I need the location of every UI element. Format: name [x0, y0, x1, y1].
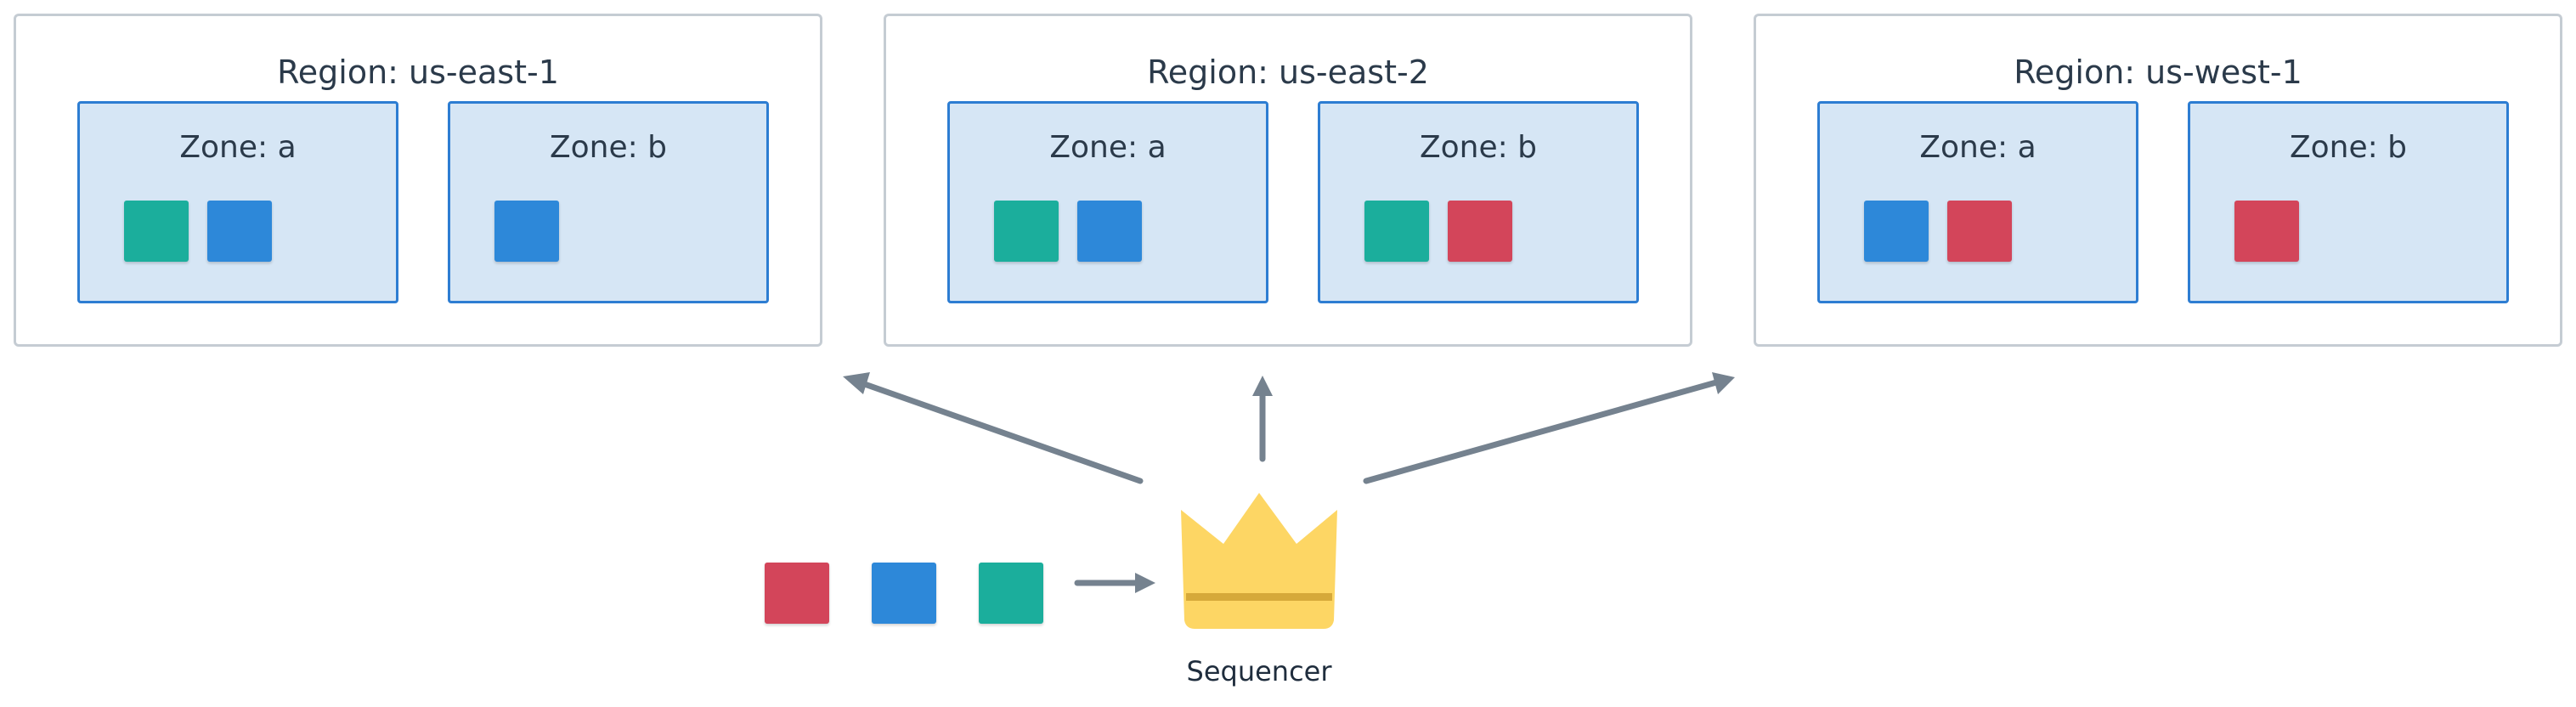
- blue-item: [494, 201, 559, 262]
- zone-title: Zone: b: [549, 130, 668, 165]
- red-item: [1947, 201, 2012, 262]
- teal-item: [1364, 201, 1429, 262]
- zone-items: [494, 201, 559, 262]
- region-title: Region: us-east-2: [1147, 54, 1429, 91]
- blue-item: [1077, 201, 1142, 262]
- zone-box: Zone: a: [77, 101, 398, 303]
- arrow-to-us-east-1: [843, 372, 1144, 484]
- region-box: Region: us-east-2 Zone: a Zone: b: [884, 14, 1692, 347]
- zone-items: [2234, 201, 2299, 262]
- zone-box: Zone: a: [947, 101, 1268, 303]
- zone-title: Zone: b: [1419, 130, 1538, 165]
- zone-box: Zone: b: [1318, 101, 1639, 303]
- crown-icon: [1181, 493, 1337, 629]
- arrow-to-us-east-2: [1252, 376, 1273, 462]
- teal-item: [979, 563, 1043, 624]
- zone-items: [994, 201, 1142, 262]
- red-item: [2234, 201, 2299, 262]
- region-box: Region: us-east-1 Zone: a Zone: b: [14, 14, 822, 347]
- zone-items: [1364, 201, 1512, 262]
- region-box: Region: us-west-1 Zone: a Zone: b: [1754, 14, 2562, 347]
- blue-item: [207, 201, 272, 262]
- blue-item: [872, 563, 936, 624]
- zone-box: Zone: b: [2188, 101, 2509, 303]
- arrow-queue-to-sequencer: [1074, 573, 1155, 593]
- zone-box: Zone: a: [1817, 101, 2138, 303]
- region-title: Region: us-east-1: [277, 54, 559, 91]
- red-item: [1448, 201, 1512, 262]
- teal-item: [994, 201, 1059, 262]
- zone-items: [1864, 201, 2012, 262]
- teal-item: [124, 201, 189, 262]
- zone-title: Zone: a: [179, 130, 297, 165]
- zone-items: [124, 201, 272, 262]
- red-item: [765, 563, 829, 624]
- zone-title: Zone: b: [2289, 130, 2408, 165]
- arrow-to-us-west-1: [1363, 372, 1735, 484]
- zone-box: Zone: b: [448, 101, 769, 303]
- sequencer-label: Sequencer: [1186, 655, 1332, 687]
- blue-item: [1864, 201, 1929, 262]
- region-title: Region: us-west-1: [2014, 54, 2302, 91]
- zone-title: Zone: a: [1919, 130, 2037, 165]
- zone-title: Zone: a: [1049, 130, 1167, 165]
